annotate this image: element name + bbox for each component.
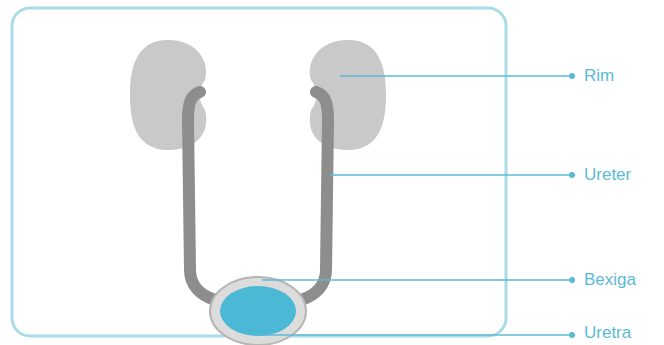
leader-dot [569, 277, 575, 283]
leader-line [340, 75, 572, 77]
leader-dot [569, 73, 575, 79]
bladder-fill [220, 286, 296, 336]
part-label: Rim [584, 65, 614, 87]
leader-dot [569, 332, 575, 338]
leader-dot [569, 172, 575, 178]
frame-border [12, 8, 506, 336]
leader-lines [258, 76, 572, 335]
ureter-tube [301, 92, 328, 300]
part-label: Uretra [584, 322, 631, 344]
leader-line [330, 174, 572, 176]
ureter-tube [188, 92, 215, 300]
part-label: Bexiga [584, 269, 636, 291]
leader-line [258, 334, 572, 336]
leader-line [262, 279, 572, 281]
leader-dots [569, 73, 575, 338]
part-label: Ureter [584, 164, 631, 186]
